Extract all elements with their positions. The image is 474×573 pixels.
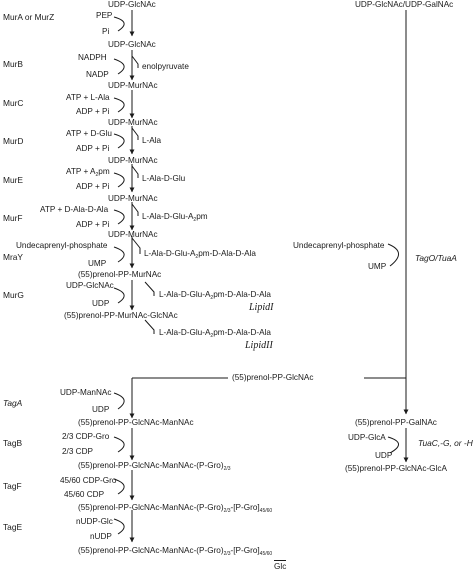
metabolite-nudp-glc: nUDP-Glc [76,517,113,526]
metabolite-prenol-gro-3: (55)prenol-PP-GlcNAc-ManNAc-(P-Gro)2/3-[… [78,546,273,557]
metabolite-udp-murnac-5: UDP-MurNAc [108,230,158,239]
enzyme-mure: MurE [3,175,24,185]
curve-taga [113,392,125,410]
metabolite-enolpyruvate: enolpyruvate [142,62,189,71]
metabolite-udp-glcnac-2: UDP-GlcNAc [108,40,156,49]
enzyme-taga: TagA [3,398,23,408]
metabolite-undecaprenyl-p-right: Undecaprenyl-phosphate [293,241,385,250]
metabolite-nudp: nUDP [90,532,112,541]
metabolite-prenol-murnac: (55)prenol-PP-MurNAc [78,270,162,279]
curve-mura [113,16,125,32]
metabolite-undecaprenyl-p-left: Undecaprenyl-phosphate [16,241,108,250]
curve-mray [113,246,125,263]
metabolite-udp-murnac-2: UDP-MurNAc [108,118,158,127]
metabolite-udp-tuac: UDP [375,451,393,460]
metabolite-udp-murg: UDP [92,299,110,308]
enzyme-murc: MurC [3,98,24,108]
metabolite-atp-lala: ATP + L-Ala [66,93,110,102]
stem-pent-lipid2 [144,319,155,334]
metabolite-adp-pi-2: ADP + Pi [76,144,110,153]
stem-enolpyruvate [131,55,139,68]
metabolite-cdp-4560: 45/60 CDP [64,490,105,499]
metabolite-udp-taga: UDP [92,405,110,414]
stem-tripeptide [131,203,139,216]
enzyme-murb: MurB [3,59,24,69]
metabolite-cdp-23: 2/3 CDP [62,447,93,456]
metabolite-prenol-glcnac-mannac: (55)prenol-PP-GlcNAc-ManNAc [78,418,194,427]
metabolite-l-ala-d-glu: L-Ala-D-Glu [142,174,186,183]
enzyme-tagf: TagF [3,481,22,491]
metabolite-cdp-gro-23: 2/3 CDP-Gro [62,432,110,441]
metabolite-adp-pi-1: ADP + Pi [76,107,110,116]
curve-murg [113,287,125,304]
metabolite-udp-glcnac: UDP-GlcNAc [108,0,156,9]
label-lipid1: LipidI [249,302,274,313]
enzyme-mray: MraY [3,252,24,262]
metabolite-prenol-murnac-glcnac: (55)prenol-PP-MurNAc-GlcNAc [64,311,178,320]
metabolite-prenol-glcnac: (55)prenol-PP-GlcNAc [230,373,316,383]
stem-pentapeptide [131,237,141,254]
metabolite-glc: Glc [274,560,287,571]
metabolite-adp-pi-4: ADP + Pi [76,220,110,229]
curve-murf [113,209,125,225]
metabolite-ump-right: UMP [368,262,387,271]
metabolite-udp-glca: UDP-GlcA [348,433,386,442]
enzyme-murd: MurD [3,136,24,146]
curve-tagf [113,478,125,495]
stem-pent-lipid1 [144,281,155,296]
metabolite-l-ala: L-Ala [142,136,162,145]
metabolite-atp-dala: ATP + D-Ala-D-Ala [40,205,109,214]
enzyme-tagb: TagB [3,438,23,448]
metabolite-prenol-gro-1: (55)prenol-PP-GlcNAc-ManNAc-(P-Gro)2/3 [78,461,231,472]
enzyme-tage: TagE [3,522,23,532]
curve-mure [113,172,125,188]
metabolite-prenol-gro-2: (55)prenol-PP-GlcNAc-ManNAc-(P-Gro)2/3-[… [78,503,273,514]
stem-laladglu [131,165,139,178]
metabolite-adp-pi-3: ADP + Pi [76,182,110,191]
curve-tago [387,243,399,267]
metabolite-udp-murnac: UDP-MurNAc [108,81,158,90]
metabolite-udp-mannac: UDP-ManNAc [60,388,112,397]
metabolite-prenol-galnac-glca: (55)prenol-PP-GlcNAc-GlcA [345,464,447,473]
metabolite-atp-a2pm: ATP + A2pm [66,167,110,178]
curve-murb [113,58,125,75]
enzyme-mura: MurA or MurZ [3,12,55,22]
metabolite-udp-murnac-4: UDP-MurNAc [108,194,158,203]
metabolite-nadph: NADPH [78,53,107,62]
metabolite-pentapeptide-lipid1: L-Ala-D-Glu-A2pm-D-Ala-D-Ala [159,290,271,301]
metabolite-tripeptide: L-Ala-D-Glu-A2pm [142,212,208,223]
curve-tage [113,518,125,535]
metabolite-udp-murnac-3: UDP-MurNAc [108,156,158,165]
metabolite-nadp: NADP [86,70,109,79]
enzyme-tago: TagO/TuaA [415,253,457,263]
metabolite-atp-dglu: ATP + D-Glu [66,129,112,138]
metabolite-pep: PEP [96,11,113,20]
metabolite-pentapeptide-lipid2: L-Ala-D-Glu-A2pm-D-Ala-D-Ala [159,328,271,339]
curve-murc [113,97,125,113]
metabolite-prenol-galnac: (55)prenol-PP-GalNAc [355,418,437,427]
stem-lala [131,127,139,140]
metabolite-cdp-gro-4560: 45/60 CDP-Gro [60,476,117,485]
metabolite-pentapeptide: L-Ala-D-Glu-A2pm-D-Ala-D-Ala [144,249,256,260]
enzyme-murg: MurG [3,290,24,300]
enzyme-tuac: TuaC,-G, or -H [418,438,473,448]
metabolite-pi: Pi [102,27,110,36]
curve-tuac [387,436,399,454]
curve-tagb [113,436,125,453]
curve-murd [113,133,125,149]
metabolite-udp-glcnac-murg: UDP-GlcNAc [66,281,114,290]
metabolite-udp-glcnac-galnac: UDP-GlcNAc/UDP-GalNAc [355,0,454,9]
metabolite-ump-left: UMP [88,259,107,268]
label-lipid2: LipidII [245,340,273,351]
enzyme-murf: MurF [3,213,23,223]
